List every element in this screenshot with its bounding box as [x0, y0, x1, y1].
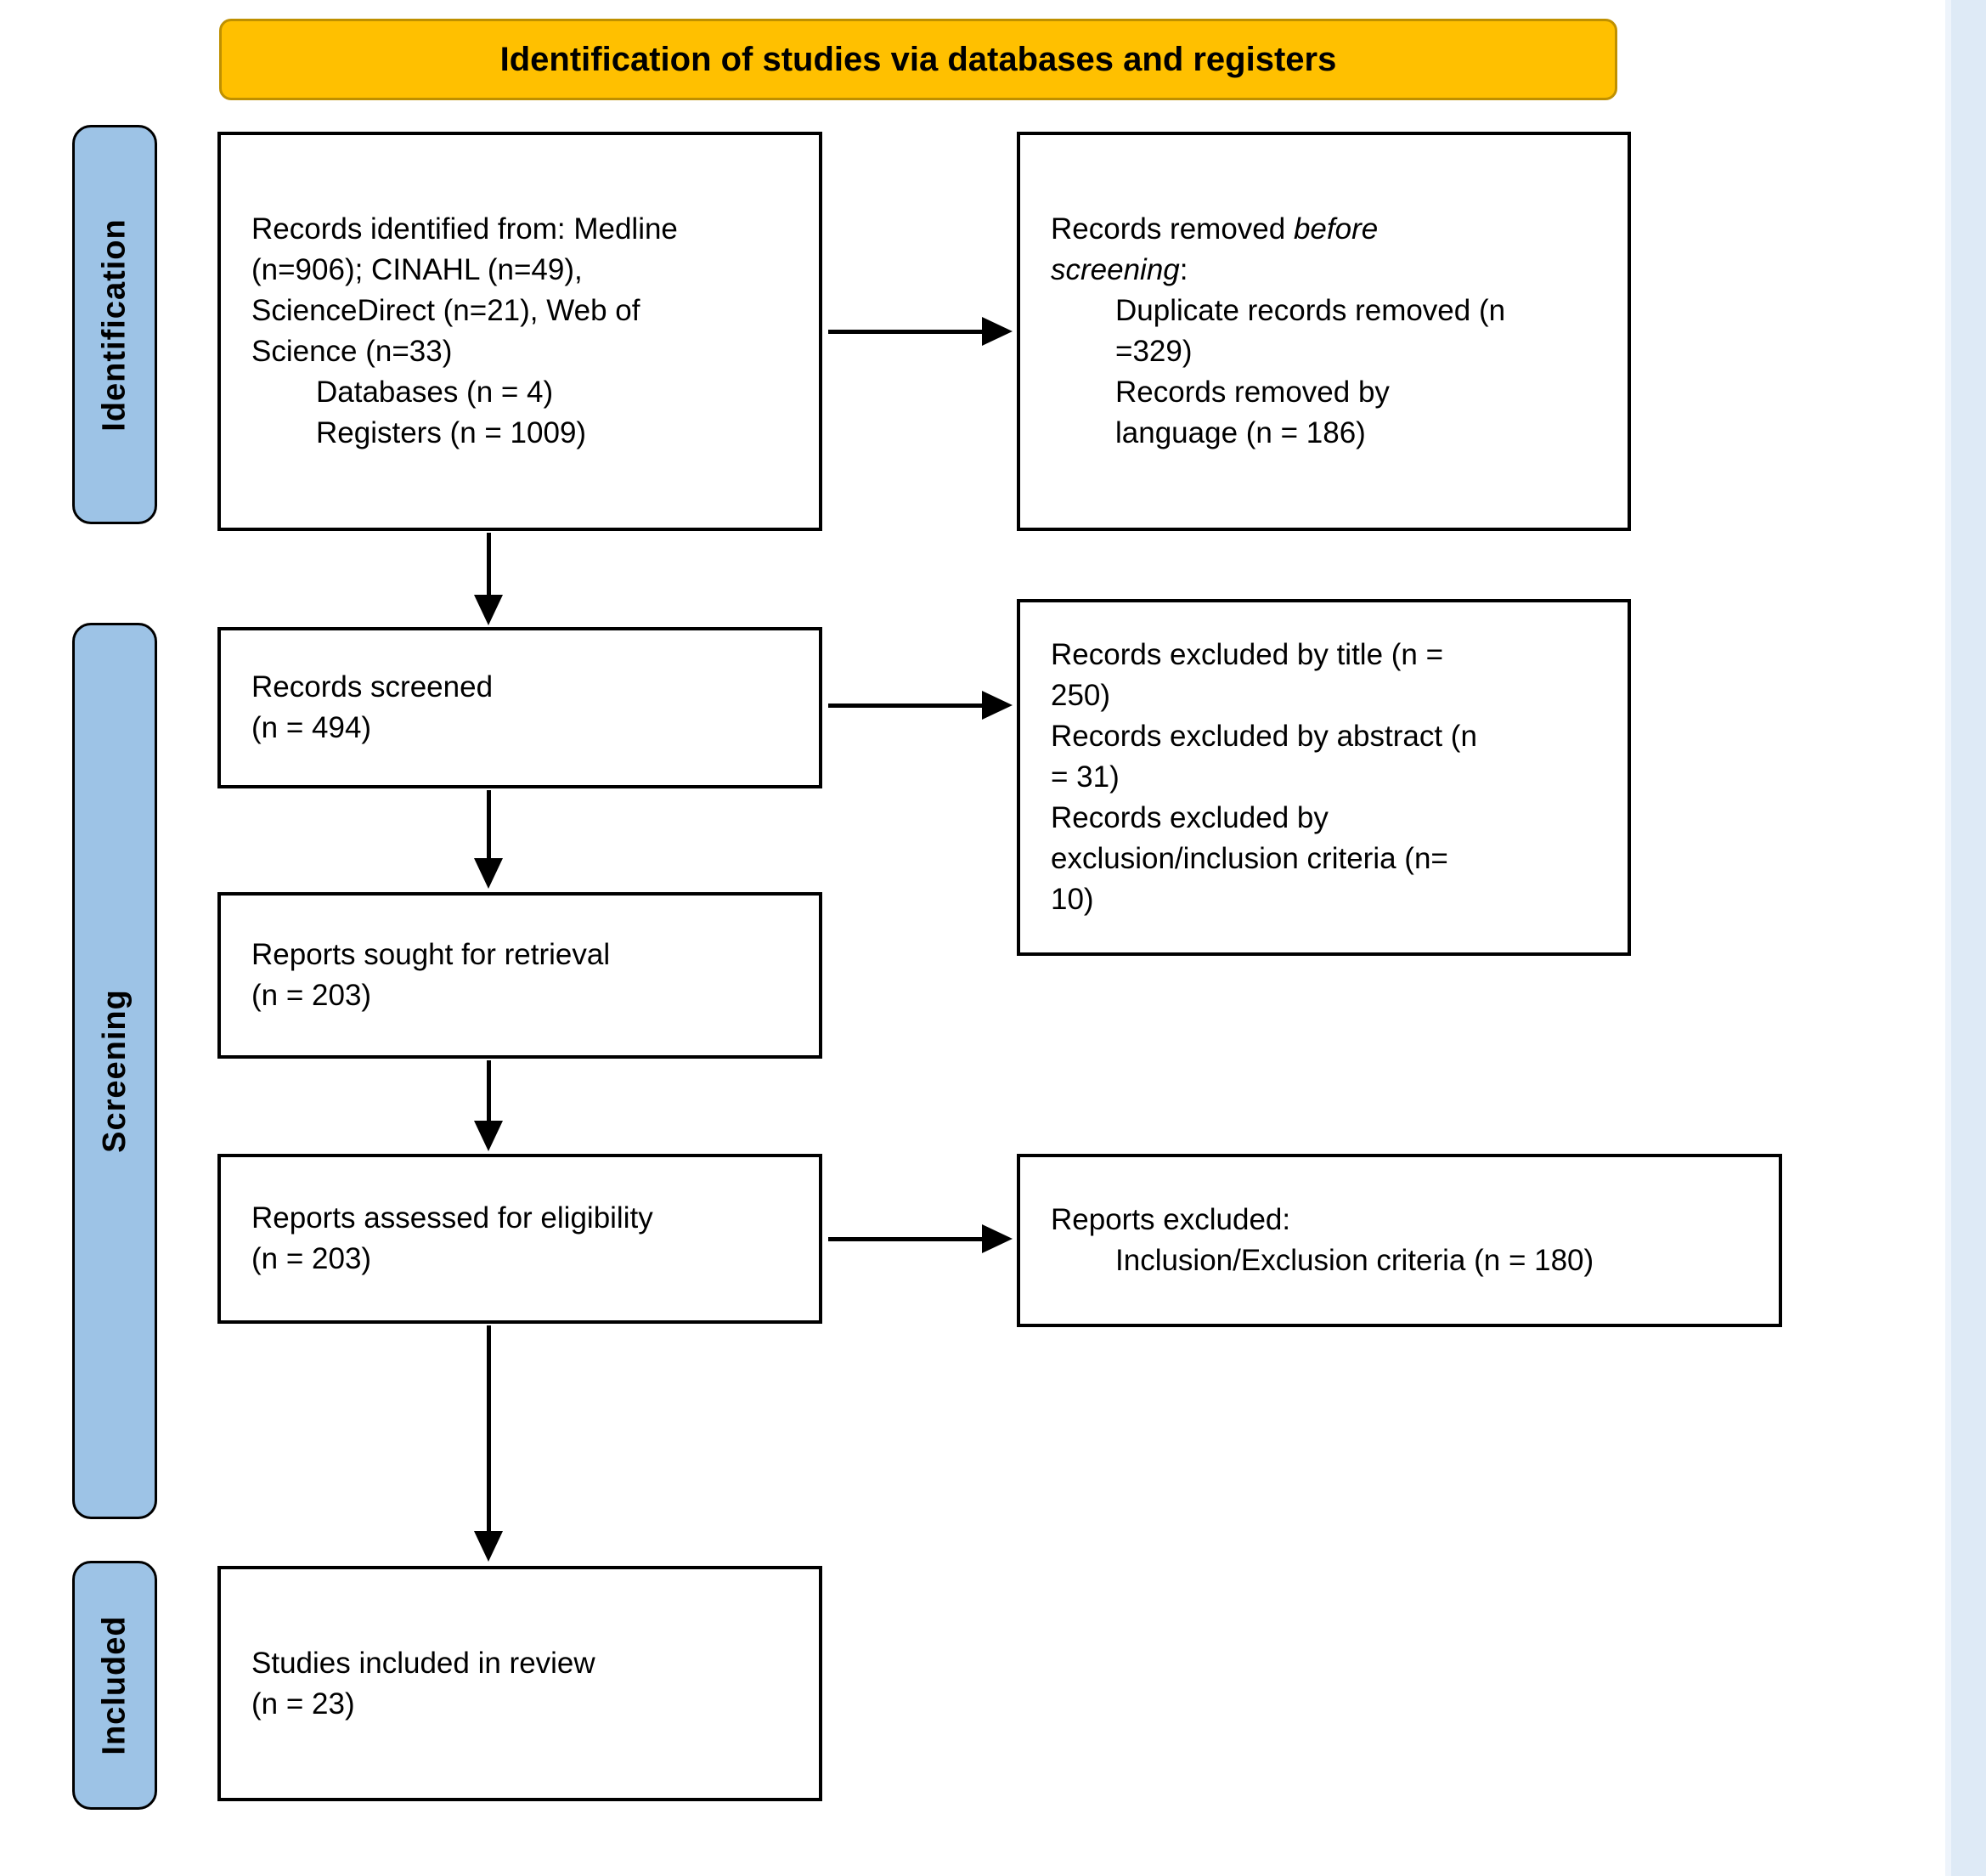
box-text-line: (n = 203)	[251, 1242, 372, 1275]
arrow-line	[487, 1325, 491, 1533]
stage-label-screening: Screening	[72, 623, 157, 1519]
box-text-line: Records excluded by	[1051, 801, 1329, 834]
box-records-excluded: Records excluded by title (n = 250) Reco…	[1017, 599, 1631, 956]
box-text-segment-italic: screening	[1051, 253, 1180, 286]
stage-label-identification-text: Identification	[96, 218, 133, 432]
box-text-line: exclusion/inclusion criteria (n=	[1051, 842, 1448, 875]
box-text-line: language (n = 186)	[1115, 416, 1366, 449]
box-studies-included: Studies included in review (n = 23)	[217, 1566, 822, 1801]
arrow-right-head-icon	[982, 691, 1013, 720]
arrow-line	[487, 790, 491, 860]
box-text-line: Reports assessed for eligibility	[251, 1201, 653, 1235]
box-text-segment-italic: before	[1293, 212, 1379, 246]
arrow-down-head-icon	[474, 1121, 503, 1151]
arrow-line	[828, 704, 984, 708]
box-text-line: = 31)	[1051, 760, 1120, 794]
stage-label-included-text: Included	[96, 1615, 133, 1755]
box-text-line: Records identified from: Medline	[251, 212, 678, 246]
box-text-line: Inclusion/Exclusion criteria (n = 180)	[1115, 1244, 1594, 1277]
box-text-line: (n=906); CINAHL (n=49),	[251, 253, 583, 286]
arrow-right-head-icon	[982, 1224, 1013, 1253]
box-text-line: Databases (n = 4)	[316, 376, 554, 409]
box-records-screened: Records screened (n = 494)	[217, 627, 822, 788]
box-text-line: (n = 203)	[251, 979, 372, 1012]
box-text-line: 10)	[1051, 883, 1094, 916]
box-text-line: Reports sought for retrieval	[251, 938, 611, 971]
box-text-line: Records screened	[251, 670, 494, 704]
box-text-line: =329)	[1115, 335, 1193, 368]
stage-label-screening-text: Screening	[96, 989, 133, 1153]
box-text-segment: Records removed	[1051, 212, 1294, 246]
stage-label-included: Included	[72, 1561, 157, 1810]
box-reports-excluded: Reports excluded: Inclusion/Exclusion cr…	[1017, 1154, 1782, 1327]
box-text-line: (n = 23)	[251, 1687, 355, 1721]
box-text-line: Records excluded by title (n =	[1051, 638, 1444, 671]
box-text-line: screening:	[1051, 250, 1612, 291]
box-text-line: (n = 494)	[251, 711, 372, 744]
box-records-removed: Records removed before screening: Duplic…	[1017, 132, 1631, 531]
arrow-line	[828, 330, 984, 334]
box-reports-sought: Reports sought for retrieval (n = 203)	[217, 892, 822, 1059]
page-background-strip	[1945, 0, 1986, 1876]
arrow-line	[487, 1060, 491, 1123]
box-text-line: Records excluded by abstract (n	[1051, 720, 1477, 753]
box-text-line: Science (n=33)	[251, 335, 453, 368]
stage-label-identification: Identification	[72, 125, 157, 524]
box-text-line: Registers (n = 1009)	[316, 416, 587, 449]
box-text-line: Records removed before	[1051, 209, 1612, 250]
box-text-line: Studies included in review	[251, 1646, 595, 1680]
banner-title: Identification of studies via databases …	[219, 19, 1617, 100]
arrow-down-head-icon	[474, 595, 503, 625]
arrow-line	[487, 533, 491, 596]
box-text-segment: :	[1179, 253, 1188, 286]
box-text-line: Records removed by	[1115, 376, 1390, 409]
arrow-right-head-icon	[982, 317, 1013, 346]
box-text-line: Reports excluded:	[1051, 1203, 1291, 1236]
box-records-identified: Records identified from: Medline (n=906)…	[217, 132, 822, 531]
arrow-down-head-icon	[474, 858, 503, 889]
arrow-down-head-icon	[474, 1531, 503, 1562]
box-text-line: 250)	[1051, 679, 1111, 712]
box-reports-assessed: Reports assessed for eligibility (n = 20…	[217, 1154, 822, 1324]
arrow-line	[828, 1237, 984, 1241]
box-text-line: Duplicate records removed (n	[1115, 294, 1506, 327]
box-text-line: ScienceDirect (n=21), Web of	[251, 294, 640, 327]
